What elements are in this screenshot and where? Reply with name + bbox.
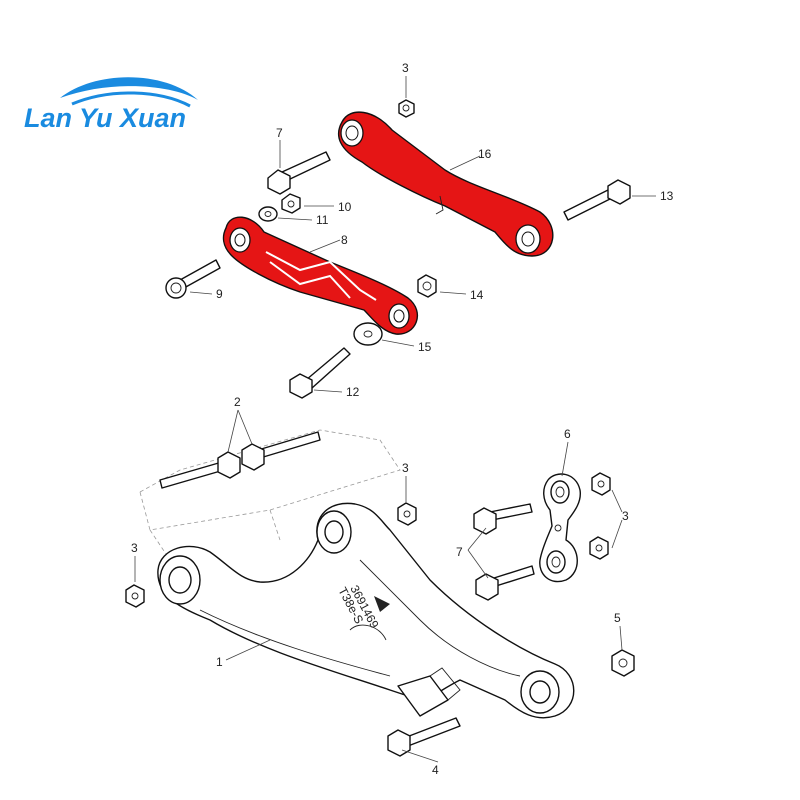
callout-3-middle: 3 bbox=[402, 461, 409, 475]
washer-15 bbox=[353, 322, 383, 346]
toe-link-6 bbox=[539, 473, 582, 583]
callout-6: 6 bbox=[564, 427, 571, 441]
callout-7-upper: 7 bbox=[276, 126, 283, 140]
bolt-13 bbox=[563, 179, 631, 221]
nuts-3-right bbox=[589, 472, 611, 560]
nut-3-top bbox=[398, 99, 415, 118]
callout-9: 9 bbox=[216, 287, 223, 301]
callout-10: 10 bbox=[338, 200, 352, 214]
callout-12: 12 bbox=[346, 385, 360, 399]
callout-4: 4 bbox=[432, 763, 439, 777]
bolt-12 bbox=[289, 347, 351, 399]
callout-8: 8 bbox=[341, 233, 348, 247]
lower-control-arm-1: T38e-S 3691469 bbox=[157, 502, 575, 719]
bolts-7-lower bbox=[473, 503, 535, 601]
washer-11 bbox=[258, 206, 278, 222]
brand-logo: Lan Yu Xuan bbox=[24, 77, 198, 133]
nut-10 bbox=[281, 193, 301, 214]
lower-link-arm-8 bbox=[222, 216, 419, 335]
nut-5 bbox=[611, 649, 635, 677]
callout-5: 5 bbox=[614, 611, 621, 625]
callout-1: 1 bbox=[216, 655, 223, 669]
callout-7-lower: 7 bbox=[456, 545, 463, 559]
nut-3-left bbox=[125, 584, 145, 608]
callout-3-top: 3 bbox=[402, 61, 409, 75]
nut-3-middle bbox=[397, 502, 417, 526]
callout-2: 2 bbox=[234, 395, 241, 409]
nut-14 bbox=[417, 274, 437, 298]
bolt-9 bbox=[165, 259, 221, 299]
bolt-4 bbox=[387, 717, 461, 757]
callout-11: 11 bbox=[316, 213, 329, 227]
callout-labels: 3 7 10 11 8 9 14 15 12 16 13 2 3 3 1 4 6… bbox=[131, 61, 674, 777]
callout-15: 15 bbox=[418, 340, 432, 354]
callout-16: 16 bbox=[478, 147, 492, 161]
bolt-7-upper bbox=[267, 151, 331, 195]
callout-14: 14 bbox=[470, 288, 484, 302]
callout-3-left: 3 bbox=[131, 541, 138, 555]
callout-13: 13 bbox=[660, 189, 674, 203]
upper-link-arm-16 bbox=[337, 111, 554, 257]
callout-3-right: 3 bbox=[622, 509, 629, 523]
logo-text: Lan Yu Xuan bbox=[24, 103, 186, 133]
bolts-2 bbox=[159, 431, 321, 489]
leader-lines bbox=[134, 76, 656, 763]
